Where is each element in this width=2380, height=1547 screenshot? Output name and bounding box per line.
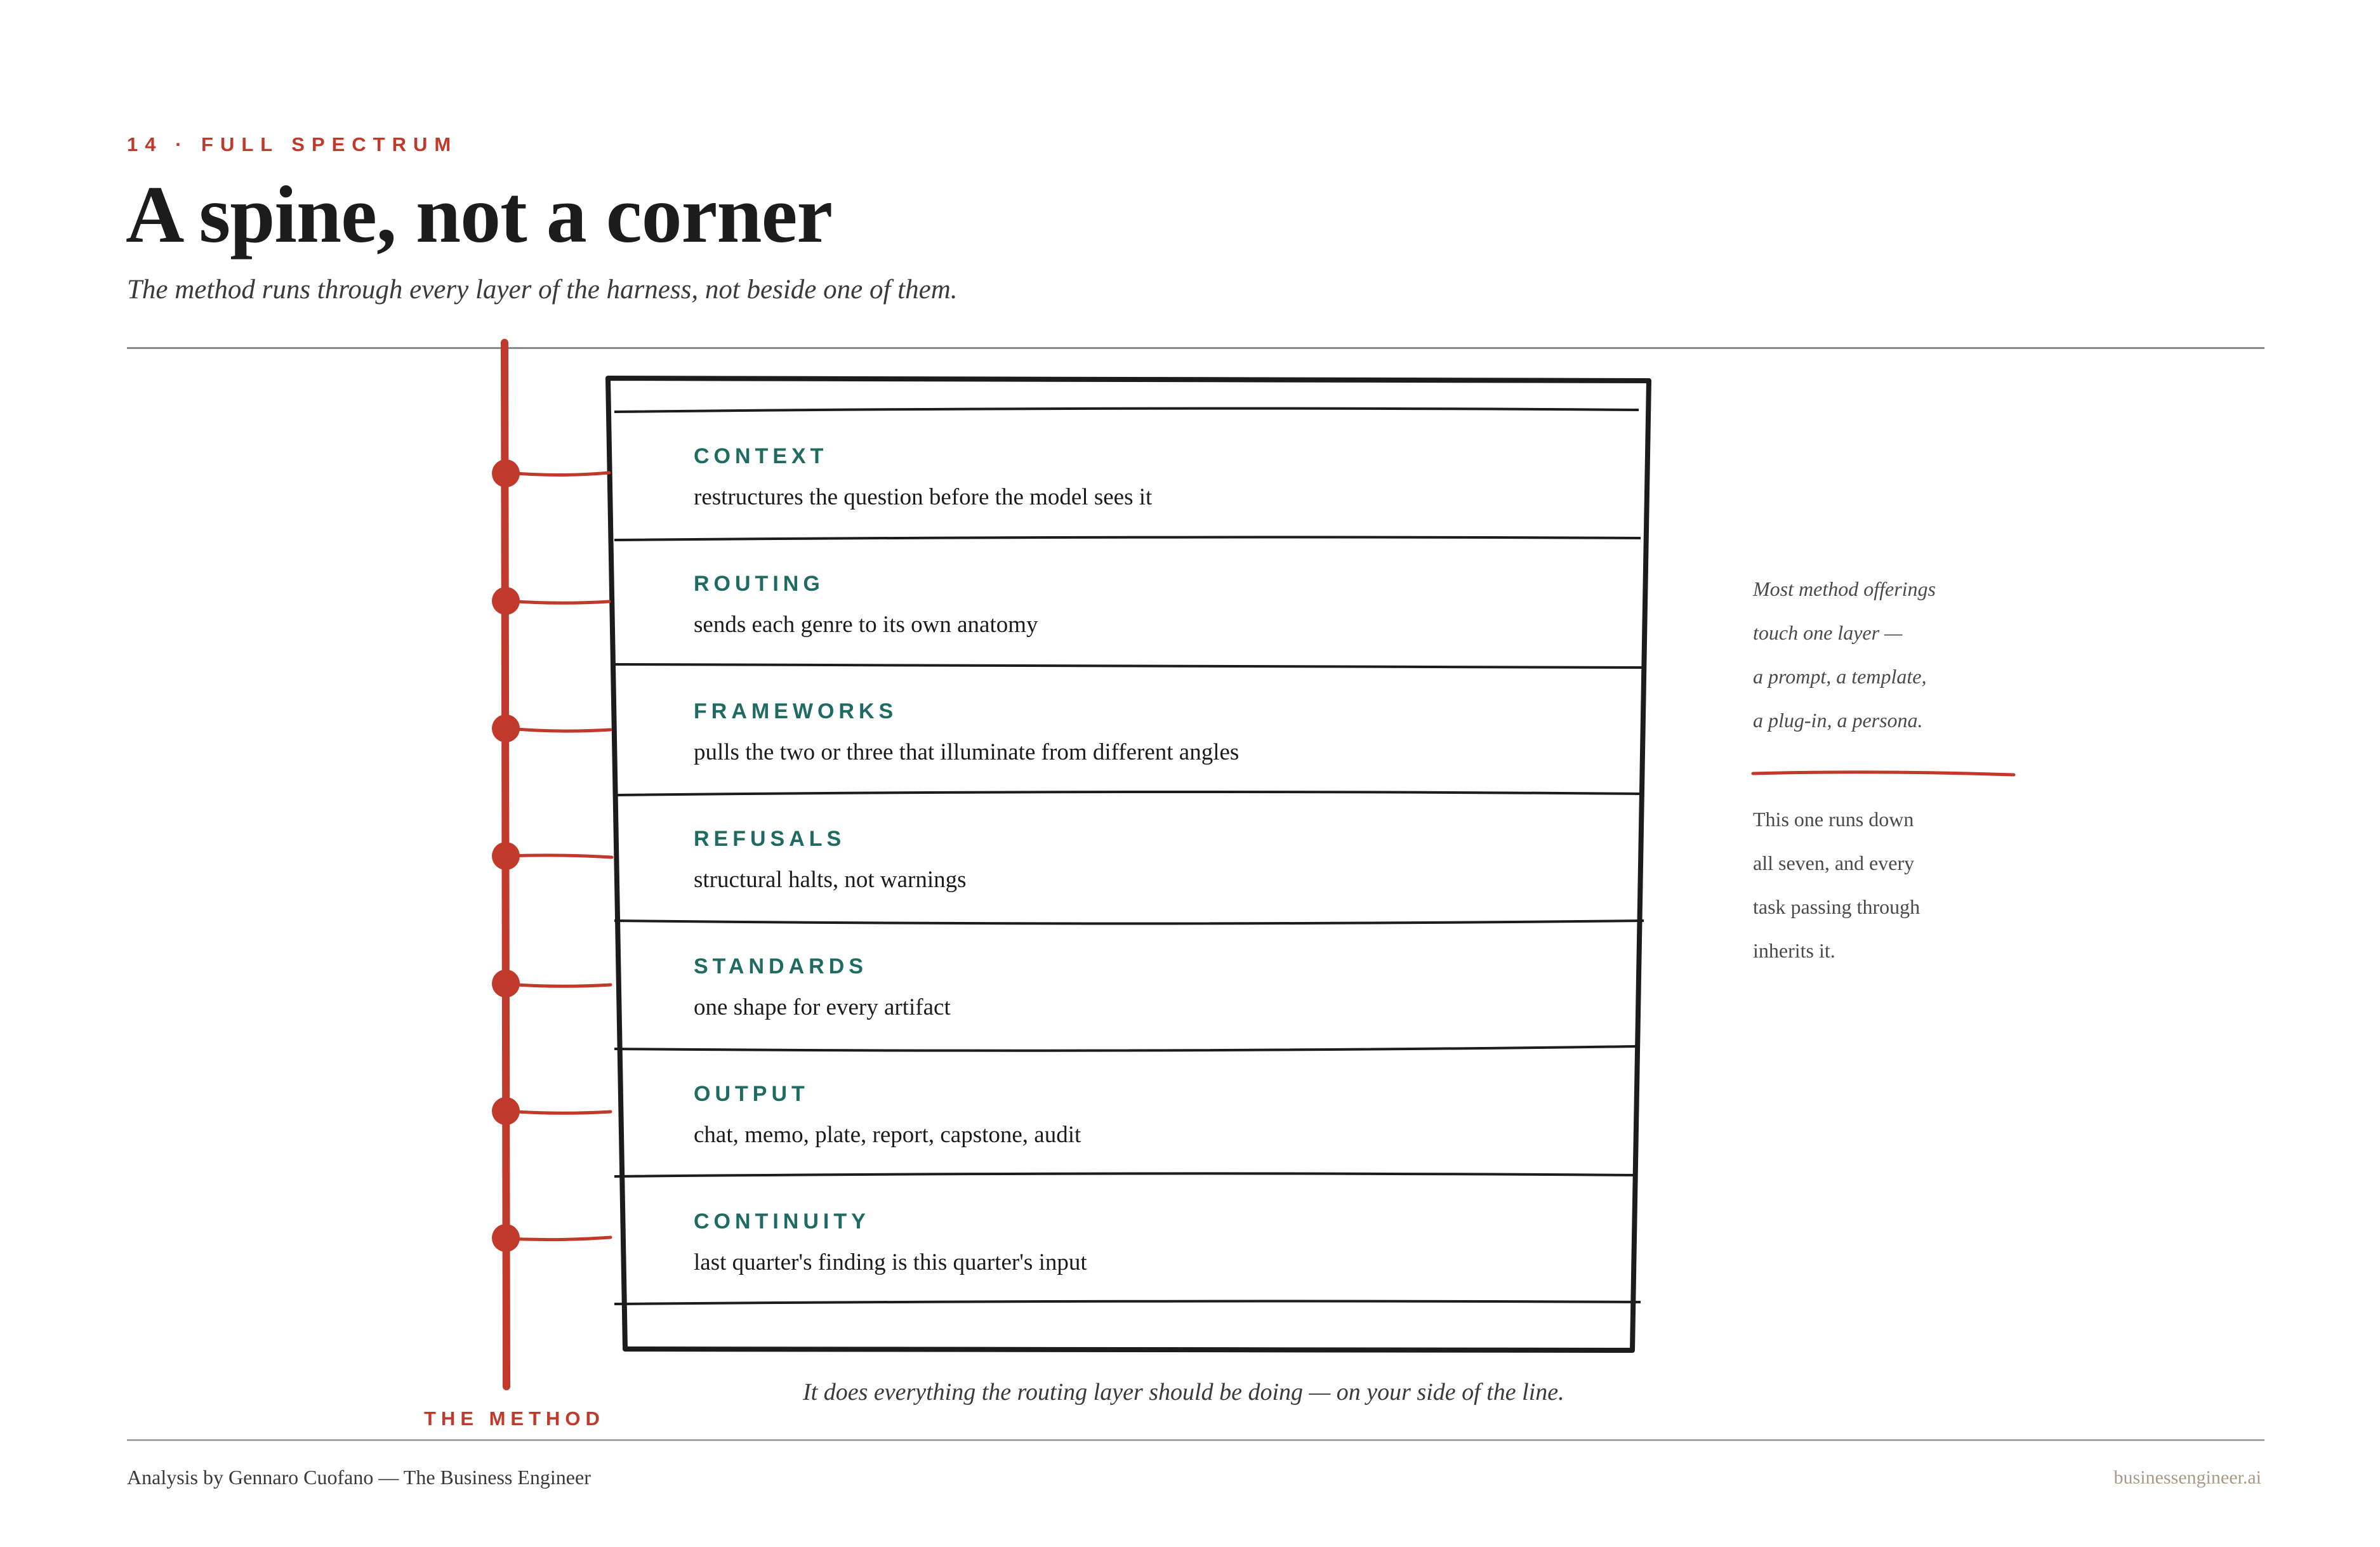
spine-node xyxy=(492,1097,520,1125)
layer-divider xyxy=(614,1300,1641,1305)
layer-desc-frameworks: pulls the two or three that illuminate f… xyxy=(694,739,1240,765)
spine-node xyxy=(492,587,520,615)
page-subtitle: The method runs through every layer of t… xyxy=(127,275,958,305)
spine-node xyxy=(492,459,520,487)
layer-label-refusals: REFUSALS xyxy=(694,827,846,851)
sidenote-line: a plug-in, a persona. xyxy=(1753,709,1923,732)
layer-divider xyxy=(614,1045,1639,1052)
layer-desc-context: restructures the question before the mod… xyxy=(694,484,1153,510)
layer-divider xyxy=(616,790,1641,796)
layer-label-frameworks: FRAMEWORKS xyxy=(694,699,898,723)
sidenote-line: Most method offerings xyxy=(1753,577,1936,600)
header-divider xyxy=(127,347,2264,349)
sidenote-line: inherits it. xyxy=(1753,939,1835,962)
sidenote-line: a prompt, a template, xyxy=(1753,665,1927,688)
layer-divider xyxy=(614,1172,1638,1178)
sidenote-line: This one runs down xyxy=(1753,808,1914,831)
harness-box xyxy=(605,376,1651,1353)
layer-label-routing: ROUTING xyxy=(694,572,824,596)
layer-desc-standards: one shape for every artifact xyxy=(694,994,951,1020)
sidenote-line: all seven, and every xyxy=(1753,852,1915,874)
footer-site-link[interactable]: businessengineer.ai xyxy=(2113,1467,2261,1488)
spine-nodes xyxy=(492,459,520,1252)
spine-connectors xyxy=(506,471,614,1242)
spine-node xyxy=(492,842,520,870)
diagram-caption: It does everything the routing layer sho… xyxy=(803,1379,1564,1405)
layer-desc-output: chat, memo, plate, report, capstone, aud… xyxy=(694,1122,1081,1148)
sidenote-line: touch one layer — xyxy=(1753,621,1903,644)
spine-connector xyxy=(506,1235,612,1242)
spine-label: THE METHOD xyxy=(424,1407,605,1430)
layer-label-standards: STANDARDS xyxy=(694,954,868,978)
footer-credit: Analysis by Gennaro Cuofano — The Busine… xyxy=(127,1466,591,1489)
spine-connector xyxy=(506,471,611,477)
spine-node xyxy=(492,1224,520,1252)
spine-connector xyxy=(506,1109,612,1115)
section-kicker: 14 · FULL SPECTRUM xyxy=(127,133,458,155)
layer-label-continuity: CONTINUITY xyxy=(694,1209,870,1234)
sidenote-line: task passing through xyxy=(1753,895,1921,918)
spine-connector xyxy=(506,853,614,859)
spine-connector xyxy=(506,982,612,988)
spine-connector xyxy=(506,727,612,733)
spine-node xyxy=(492,970,520,997)
layer-desc-routing: sends each genre to its own anatomy xyxy=(694,612,1038,638)
spine-node xyxy=(492,714,520,742)
layer-desc-refusals: structural halts, not warnings xyxy=(694,867,967,893)
layer-divider xyxy=(614,662,1643,669)
layer-desc-continuity: last quarter's finding is this quarter's… xyxy=(694,1249,1087,1275)
harness-top-line xyxy=(614,407,1639,413)
layer-label-context: CONTEXT xyxy=(694,444,828,468)
sidenote-divider xyxy=(1751,770,2016,777)
footer-divider xyxy=(127,1439,2264,1441)
layer-divider xyxy=(614,536,1641,541)
layer-divider xyxy=(614,919,1644,925)
spine-connector xyxy=(506,599,611,605)
page-title: A spine, not a corner xyxy=(126,169,833,260)
layer-label-output: OUTPUT xyxy=(694,1082,809,1106)
